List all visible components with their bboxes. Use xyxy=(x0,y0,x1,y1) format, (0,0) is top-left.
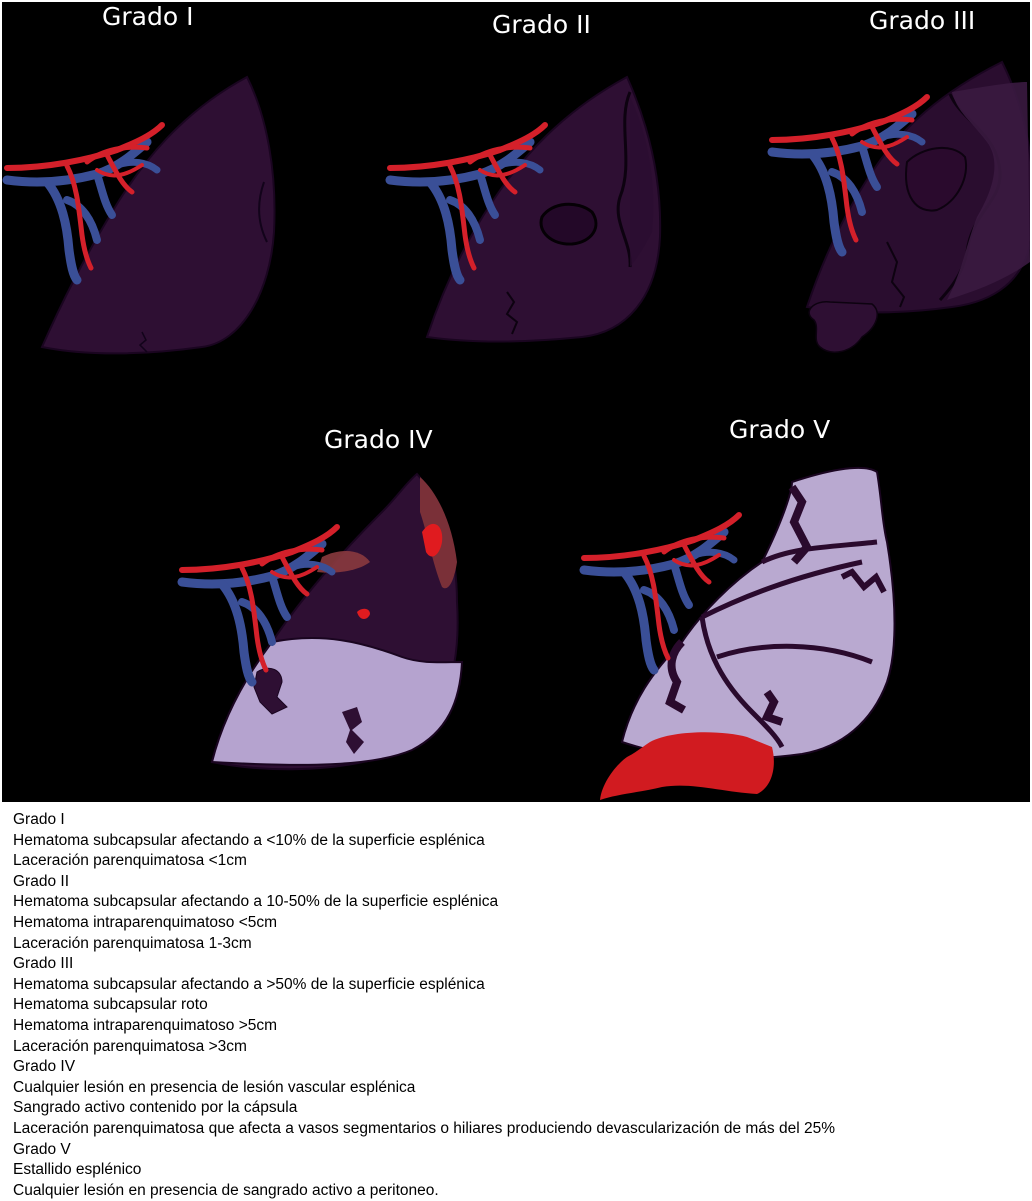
legend-line: Hematoma intraparenquimatoso >5cm xyxy=(13,1016,278,1034)
legend-line: Hematoma intraparenquimatoso <5cm xyxy=(13,913,278,931)
grading-legend: Grado I Hematoma subcapsular afectando a… xyxy=(13,810,1023,1201)
legend-line: Hematoma subcapsular afectando a >50% de… xyxy=(13,975,485,993)
panel-title-grado-2: Grado II xyxy=(492,10,591,39)
grade-3-spleen xyxy=(772,60,1030,353)
legend-line: Cualquier lesión en presencia de lesión … xyxy=(13,1078,416,1096)
legend-line: Grado V xyxy=(13,1140,71,1158)
legend-line: Grado III xyxy=(13,955,74,973)
panel-title-grado-1: Grado I xyxy=(102,2,194,31)
legend-line: Cualquier lesión en presencia de sangrad… xyxy=(13,1181,439,1199)
legend-line: Estallido esplénico xyxy=(13,1161,142,1179)
spleen-injury-illustration: Grado I Grado II Grado III Grado IV Grad… xyxy=(2,2,1030,802)
legend-line: Laceración parenquimatosa 1-3cm xyxy=(13,934,252,952)
grade-1-spleen xyxy=(7,75,276,355)
legend-line: Laceración parenquimatosa <1cm xyxy=(13,852,247,870)
legend-line: Hematoma subcapsular roto xyxy=(13,996,208,1014)
legend-line: Grado II xyxy=(13,872,69,890)
legend-line: Hematoma subcapsular afectando a 10-50% … xyxy=(13,893,499,911)
panel-title-grado-5: Grado V xyxy=(729,415,831,444)
grade-2-spleen xyxy=(390,75,662,343)
legend-line: Grado IV xyxy=(13,1058,76,1076)
legend-line: Sangrado activo contenido por la cápsula xyxy=(13,1099,298,1117)
grade-5-spleen xyxy=(584,466,896,800)
legend-line: Laceración parenquimatosa que afecta a v… xyxy=(13,1119,835,1137)
legend-line: Hematoma subcapsular afectando a <10% de… xyxy=(13,831,485,849)
legend-line: Laceración parenquimatosa >3cm xyxy=(13,1037,247,1055)
panel-title-grado-4: Grado IV xyxy=(324,425,433,454)
panel-title-grado-3: Grado III xyxy=(869,6,976,35)
legend-line: Grado I xyxy=(13,811,65,828)
illustration-canvas xyxy=(2,60,1030,800)
grade-4-spleen xyxy=(182,472,464,771)
